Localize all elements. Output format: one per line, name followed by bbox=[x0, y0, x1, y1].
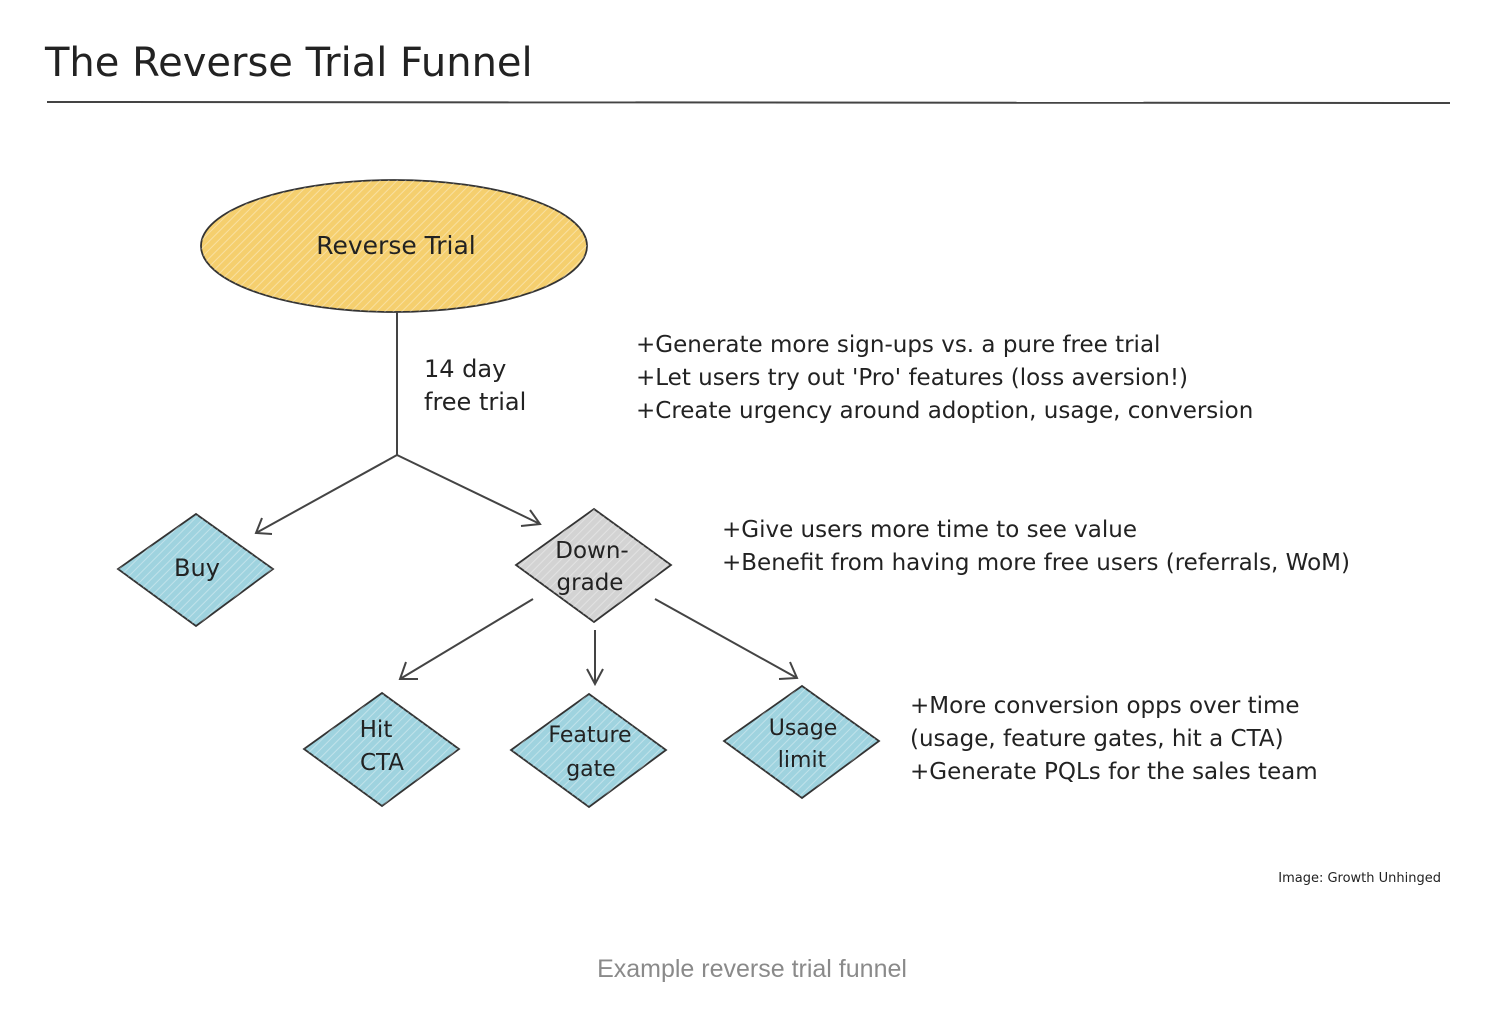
trial-note: +Let users try out 'Pro' features (loss … bbox=[636, 365, 1188, 391]
downgrade-node: Down- grade bbox=[514, 507, 673, 624]
trial-note: +Generate more sign-ups vs. a pure free … bbox=[636, 332, 1160, 358]
downgrade-node-label-1: Down- bbox=[555, 538, 628, 564]
outcome-notes: +More conversion opps over time (usage, … bbox=[910, 693, 1318, 785]
downgrade-note: +Give users more time to see value bbox=[722, 517, 1137, 543]
usage-limit-node-label-2: limit bbox=[778, 748, 827, 773]
outcome-note: (usage, feature gates, hit a CTA) bbox=[910, 726, 1284, 752]
root-node-label: Reverse Trial bbox=[316, 231, 476, 260]
figure-caption: Example reverse trial funnel bbox=[597, 955, 907, 983]
outcome-note: +More conversion opps over time bbox=[910, 693, 1300, 719]
diagram-title: The Reverse Trial Funnel bbox=[44, 40, 533, 86]
edge-label-line-2: free trial bbox=[424, 388, 526, 416]
downgrade-node-label-2: grade bbox=[557, 570, 624, 596]
connectors bbox=[254, 312, 799, 687]
feature-gate-node: Feature gate bbox=[509, 692, 668, 809]
feature-gate-node-label-1: Feature bbox=[548, 723, 631, 748]
outcome-note: +Generate PQLs for the sales team bbox=[910, 759, 1318, 785]
buy-node: Buy bbox=[116, 512, 275, 628]
title-rule bbox=[46, 101, 1451, 104]
root-node: Reverse Trial bbox=[200, 179, 588, 313]
usage-limit-node: Usage limit bbox=[722, 684, 881, 800]
trial-notes: +Generate more sign-ups vs. a pure free … bbox=[636, 332, 1253, 424]
funnel-diagram: The Reverse Trial Funnel Reverse Trial 1… bbox=[44, 40, 1451, 886]
downgrade-notes: +Give users more time to see value +Bene… bbox=[722, 517, 1350, 576]
hit-cta-node-label-2: CTA bbox=[360, 750, 404, 776]
buy-node-label: Buy bbox=[174, 554, 220, 582]
usage-limit-node-label-1: Usage bbox=[769, 716, 838, 741]
feature-gate-node-label-2: gate bbox=[566, 757, 616, 782]
hit-cta-node-label-1: Hit bbox=[360, 717, 393, 743]
downgrade-note: +Benefit from having more free users (re… bbox=[722, 550, 1350, 576]
edge-label-line-1: 14 day bbox=[424, 355, 506, 383]
trial-note: +Create urgency around adoption, usage, … bbox=[636, 398, 1253, 424]
image-credit: Image: Growth Unhinged bbox=[1278, 871, 1441, 886]
hit-cta-node: Hit CTA bbox=[302, 691, 461, 808]
